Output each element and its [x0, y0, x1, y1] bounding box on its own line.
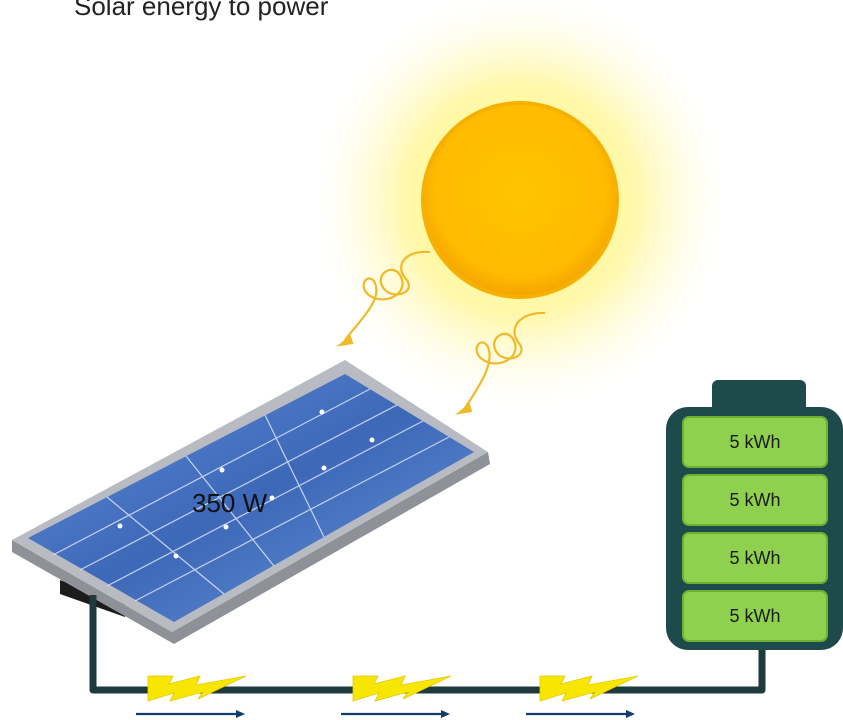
battery-cell-label: 5 kWh	[729, 432, 780, 452]
lightning-bolt-icon	[147, 675, 247, 702]
battery-cell: 5 kWh	[682, 416, 828, 468]
flow-arrow-icon	[526, 710, 635, 718]
sun-icon	[305, 0, 735, 415]
wire	[89, 595, 766, 694]
battery-cell: 5 kWh	[682, 474, 828, 526]
battery-cell: 5 kWh	[682, 590, 828, 642]
lightning-bolt-icon	[539, 675, 639, 702]
panel-power-label: 350 W	[192, 488, 268, 518]
flow-arrow-icon	[341, 710, 450, 718]
battery-cell-label: 5 kWh	[729, 490, 780, 510]
solar-panel-icon: 350 W	[12, 360, 490, 644]
lightning-bolt-icon	[352, 675, 452, 702]
page-title: Solar energy to power	[74, 0, 329, 21]
flow-arrow-icon	[136, 710, 245, 718]
light-wave-icon	[336, 250, 431, 347]
battery-cell: 5 kWh	[682, 532, 828, 584]
battery-cell-label: 5 kWh	[729, 548, 780, 568]
light-wave-icon	[455, 311, 546, 415]
battery-cell-label: 5 kWh	[729, 606, 780, 626]
